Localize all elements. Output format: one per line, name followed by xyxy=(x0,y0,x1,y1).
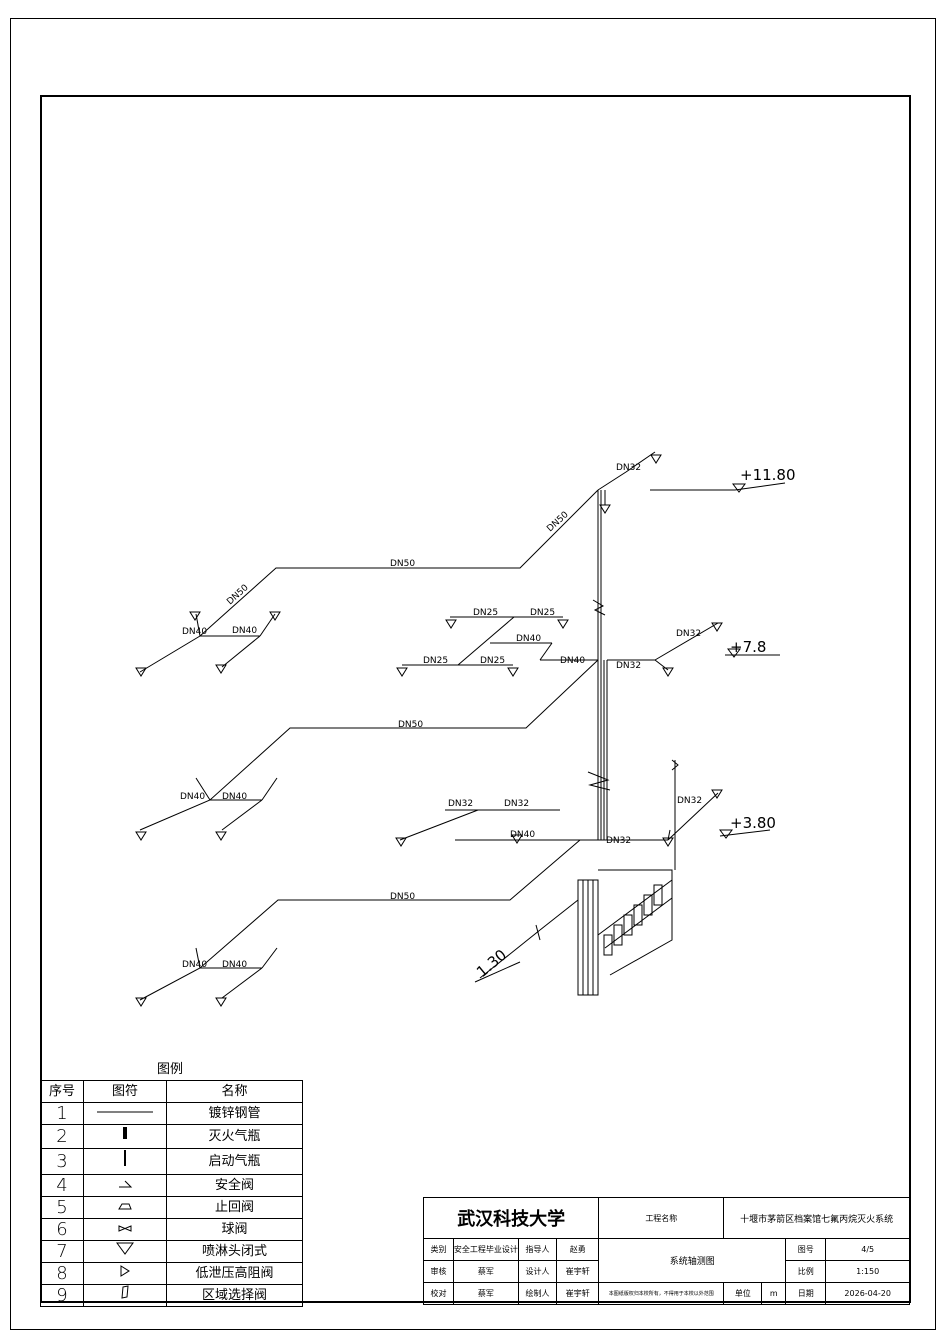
dim-label: DN25 xyxy=(423,656,448,666)
dim-label: DN40 xyxy=(182,627,207,637)
scale-label: 比例 xyxy=(785,1260,827,1283)
unit-label: 单位 xyxy=(723,1282,763,1305)
dim-label: DN40 xyxy=(510,830,535,840)
project-name: 十堰市茅箭区档案馆七氟丙烷灭火系统 xyxy=(723,1197,910,1239)
advisor-label: 指导人 xyxy=(517,1238,558,1261)
legend-name: 喷淋头闭式 xyxy=(166,1240,303,1263)
legend-no: 4 xyxy=(40,1174,84,1197)
review-label: 审核 xyxy=(423,1260,454,1283)
elevation-label-top: +11.80 xyxy=(740,466,796,484)
dim-label: DN40 xyxy=(222,792,247,802)
drawing-title: 系统轴测图 xyxy=(598,1238,787,1283)
drawing-no-label: 图号 xyxy=(785,1238,827,1261)
agent-cylinder-icon xyxy=(83,1124,167,1149)
legend-row: 6 球阀 xyxy=(40,1218,303,1241)
legend-header-symbol: 图符 xyxy=(83,1080,167,1103)
legend-no: 9 xyxy=(40,1284,84,1307)
selector-valve-icon xyxy=(83,1284,167,1307)
dim-label: DN32 xyxy=(676,629,701,639)
legend-row: 5 止回阀 xyxy=(40,1196,303,1219)
dim-label: DN25 xyxy=(480,656,505,666)
drawing-no-value: 4/5 xyxy=(825,1238,910,1261)
legend-row: 1 镀锌钢管 xyxy=(40,1102,303,1125)
dim-label: DN25 xyxy=(473,608,498,618)
date-label: 日期 xyxy=(785,1282,827,1305)
designer-value: 崔宇轩 xyxy=(556,1260,600,1283)
dim-label: DN40 xyxy=(182,960,207,970)
legend-name: 低泄压高阻阀 xyxy=(166,1262,303,1285)
legend-no: 5 xyxy=(40,1196,84,1219)
legend-no: 3 xyxy=(40,1148,84,1175)
dim-label: DN25 xyxy=(530,608,555,618)
legend-header-name: 名称 xyxy=(166,1080,303,1103)
scale-value: 1:150 xyxy=(825,1260,910,1283)
legend-title: 图例 xyxy=(156,1062,183,1077)
legend-no: 1 xyxy=(40,1102,84,1125)
title-block: 武汉科技大学 工程名称 十堰市茅箭区档案馆七氟丙烷灭火系统 类别 安全工程毕业设… xyxy=(422,1197,910,1305)
dim-label: DN40 xyxy=(180,792,205,802)
legend-no: 6 xyxy=(40,1218,84,1241)
category-value: 安全工程毕业设计 xyxy=(452,1238,519,1261)
elevation-label-low: +3.80 xyxy=(730,814,776,832)
date-value: 2026-04-20 xyxy=(825,1282,910,1305)
legend-name: 安全阀 xyxy=(166,1174,303,1197)
legend-row: 3 启动气瓶 xyxy=(40,1148,303,1175)
legend-header-no: 序号 xyxy=(40,1080,84,1103)
dim-label: DN40 xyxy=(516,634,541,644)
legend-table: 序号 图符 名称 1 镀锌钢管 2 灭火气瓶 3 启动气瓶 4 安全阀 5 止回… xyxy=(40,1080,303,1307)
elevation-label-mid: +7.8 xyxy=(730,638,766,656)
legend-name: 球阀 xyxy=(166,1218,303,1241)
project-label: 工程名称 xyxy=(598,1197,725,1239)
dim-label: DN32 xyxy=(448,799,473,809)
dim-label: DN50 xyxy=(225,583,251,607)
elevation-label-ground: 1.30 xyxy=(473,946,510,981)
legend-name: 镀锌钢管 xyxy=(166,1102,303,1125)
legend-name: 启动气瓶 xyxy=(166,1148,303,1175)
dim-label: DN32 xyxy=(616,463,641,473)
dim-label: DN50 xyxy=(390,559,415,569)
check-label: 校对 xyxy=(423,1282,454,1305)
legend-no: 2 xyxy=(40,1124,84,1149)
copyright-note: 本图纸版权归本校所有，不得用于本校以外范围 xyxy=(598,1282,725,1305)
drafter-value: 崔宇轩 xyxy=(556,1282,600,1305)
legend-row: 7 喷淋头闭式 xyxy=(40,1240,303,1263)
dim-label: DN50 xyxy=(398,720,423,730)
safety-valve-icon xyxy=(83,1174,167,1197)
dim-label: DN32 xyxy=(606,836,631,846)
unit-value: m xyxy=(761,1282,787,1305)
pressure-valve-icon xyxy=(83,1262,167,1285)
category-label: 类别 xyxy=(423,1238,454,1261)
checker-value: 蔡军 xyxy=(452,1282,519,1305)
ball-valve-icon xyxy=(83,1218,167,1241)
closed-sprinkler-icon xyxy=(83,1240,167,1263)
legend-row: 2 灭火气瓶 xyxy=(40,1124,303,1149)
advisor-value: 赵勇 xyxy=(556,1238,600,1261)
dim-label: DN40 xyxy=(560,656,585,666)
legend-row: 9 区域选择阀 xyxy=(40,1284,303,1307)
school-name: 武汉科技大学 xyxy=(422,1197,600,1239)
designer-label: 设计人 xyxy=(517,1260,558,1283)
legend-row: 4 安全阀 xyxy=(40,1174,303,1197)
title-block-table: 武汉科技大学 工程名称 十堰市茅箭区档案馆七氟丙烷灭火系统 类别 安全工程毕业设… xyxy=(422,1197,910,1305)
legend-row: 8 低泄压高阻阀 xyxy=(40,1262,303,1285)
pipe-line-icon xyxy=(83,1102,167,1125)
legend-no: 7 xyxy=(40,1240,84,1263)
dim-label: DN40 xyxy=(222,960,247,970)
dim-label: DN32 xyxy=(504,799,529,809)
dim-label: DN50 xyxy=(390,892,415,902)
start-cylinder-icon xyxy=(83,1148,167,1175)
legend-no: 8 xyxy=(40,1262,84,1285)
dim-label: DN32 xyxy=(616,661,641,671)
legend-name: 灭火气瓶 xyxy=(166,1124,303,1149)
legend-name: 区域选择阀 xyxy=(166,1284,303,1307)
dim-label: DN40 xyxy=(232,626,257,636)
drafter-label: 绘制人 xyxy=(517,1282,558,1305)
outer-border xyxy=(10,18,936,1330)
legend-name: 止回阀 xyxy=(166,1196,303,1219)
legend-header-row: 序号 图符 名称 xyxy=(40,1080,303,1103)
reviewer-value: 蔡军 xyxy=(452,1260,519,1283)
dim-label: DN32 xyxy=(677,796,702,806)
check-valve-icon xyxy=(83,1196,167,1219)
